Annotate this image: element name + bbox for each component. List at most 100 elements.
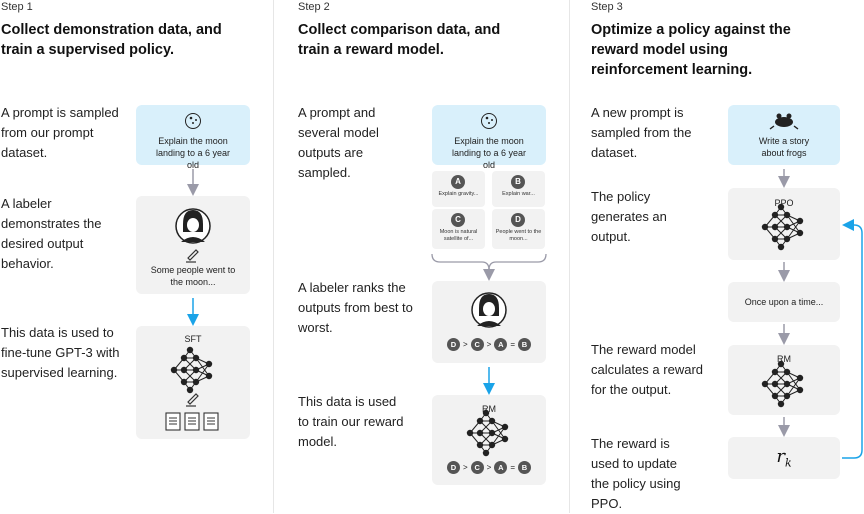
network-node bbox=[783, 223, 791, 231]
step3-title: Optimize a policy against the reward mod… bbox=[591, 22, 791, 78]
rank-a: A bbox=[494, 461, 508, 474]
network-node bbox=[488, 417, 496, 425]
network-node bbox=[796, 374, 804, 382]
rank-d: D bbox=[447, 338, 460, 351]
network-node bbox=[488, 429, 496, 437]
step2-desc-3: This data is used to train our reward mo… bbox=[298, 394, 404, 449]
reward-symbol: r bbox=[776, 446, 785, 467]
network-node bbox=[777, 360, 785, 368]
step2-desc-2: A labeler ranks the outputs from best to… bbox=[298, 280, 413, 335]
rank-d: D bbox=[447, 461, 460, 474]
network-edge bbox=[786, 220, 801, 240]
labeler-avatar-icon bbox=[471, 292, 507, 328]
network-edge bbox=[786, 214, 801, 234]
network-node bbox=[180, 378, 188, 386]
rank-a: A bbox=[494, 338, 508, 351]
network-node bbox=[771, 211, 779, 219]
network-node bbox=[771, 380, 779, 388]
rank-op: > bbox=[486, 463, 492, 472]
network-node bbox=[501, 435, 509, 443]
output-card-b: B Explain war... bbox=[492, 171, 545, 207]
output-card-a: A Explain gravity... bbox=[432, 171, 485, 207]
network-node bbox=[482, 449, 490, 457]
network-node bbox=[192, 378, 200, 386]
network-node bbox=[761, 223, 769, 231]
moon-icon bbox=[481, 113, 497, 129]
step3-desc-3: The reward model calculates a reward for… bbox=[591, 342, 703, 397]
network-node bbox=[777, 203, 785, 211]
moon-icon bbox=[185, 113, 201, 129]
step3-output-text: Once upon a time... bbox=[744, 297, 824, 307]
column-divider-1 bbox=[273, 0, 274, 513]
network-node bbox=[796, 386, 804, 394]
step1-title: Collect demonstration data, and train a … bbox=[1, 22, 222, 58]
step1-desc-1: A prompt is sampled from our prompt data… bbox=[1, 105, 119, 160]
feedback-arrow bbox=[842, 219, 863, 459]
step2-rm-box: RM D > C > A = B bbox=[432, 395, 546, 485]
network-node bbox=[476, 429, 484, 437]
network-node bbox=[488, 441, 496, 449]
network-node bbox=[501, 423, 509, 431]
network-icon bbox=[466, 409, 509, 457]
network-node bbox=[796, 229, 804, 237]
network-node bbox=[205, 372, 213, 380]
rank-op: > bbox=[486, 340, 492, 349]
step2-title: Collect comparison data, and train a rew… bbox=[298, 22, 501, 58]
network-icon bbox=[761, 203, 804, 251]
output-letter-c: C bbox=[451, 213, 465, 227]
network-node bbox=[186, 346, 194, 354]
output-text-a: Explain gravity... bbox=[438, 191, 479, 197]
network-node bbox=[771, 392, 779, 400]
network-node bbox=[783, 235, 791, 243]
step3-prompt-box: Write a story about frogs bbox=[728, 105, 840, 165]
network-edge bbox=[786, 377, 801, 397]
network-node bbox=[783, 211, 791, 219]
column-divider-2 bbox=[569, 0, 570, 513]
output-letter-b: B bbox=[511, 175, 525, 189]
network-node bbox=[761, 380, 769, 388]
network-node bbox=[771, 235, 779, 243]
network-node bbox=[186, 386, 194, 394]
network-edge bbox=[786, 371, 801, 391]
network-edge bbox=[491, 426, 506, 446]
network-node bbox=[771, 368, 779, 376]
step3-prompt-text: Write a story about frogs bbox=[758, 136, 810, 158]
frog-icon bbox=[769, 113, 799, 130]
step2-label: Step 2 bbox=[298, 1, 330, 13]
rank-op: > bbox=[463, 340, 468, 349]
output-text-b: Explain war... bbox=[502, 191, 535, 197]
network-node bbox=[192, 354, 200, 362]
rank-c: C bbox=[470, 461, 484, 474]
network-node bbox=[466, 429, 474, 437]
step3-desc-4: The reward is used to update the policy … bbox=[591, 436, 681, 511]
sft-label: SFT bbox=[184, 334, 202, 344]
step3-desc-2: The policy generates an output. bbox=[591, 189, 667, 244]
rank-op: = bbox=[510, 340, 516, 349]
step2-desc-1: A prompt and several model outputs are s… bbox=[298, 105, 379, 180]
rank-c: C bbox=[470, 338, 484, 351]
network-node bbox=[205, 360, 213, 368]
rm-label: RM bbox=[777, 354, 791, 364]
network-node bbox=[771, 223, 779, 231]
network-edge bbox=[195, 357, 210, 377]
network-icon bbox=[170, 346, 213, 394]
pencil-icon bbox=[186, 249, 199, 407]
step2-prompt-box: Explain the moon landing to a 6 year old bbox=[432, 105, 546, 170]
network-node bbox=[170, 366, 178, 374]
ranking-row-rm: D > C > A = B bbox=[447, 461, 532, 474]
document-icon bbox=[165, 412, 219, 431]
rank-b: B bbox=[518, 461, 532, 474]
step1-labeler-text: Some people went to the moon... bbox=[150, 265, 236, 287]
step1-label: Step 1 bbox=[1, 1, 33, 13]
reward-value: rk bbox=[728, 446, 840, 470]
step2-prompt-text: Explain the moon landing to a 6 year old bbox=[451, 136, 527, 170]
step1-desc-3: This data is used to fine-tune GPT-3 wit… bbox=[1, 325, 120, 380]
moon-icon-craters bbox=[189, 116, 493, 124]
network-node bbox=[180, 354, 188, 362]
output-card-d: D People went to the moon... bbox=[492, 209, 545, 249]
step1-prompt-box: Explain the moon landing to a 6 year old bbox=[136, 105, 250, 170]
network-node bbox=[783, 392, 791, 400]
rank-b: B bbox=[518, 338, 532, 351]
network-node bbox=[192, 366, 200, 374]
